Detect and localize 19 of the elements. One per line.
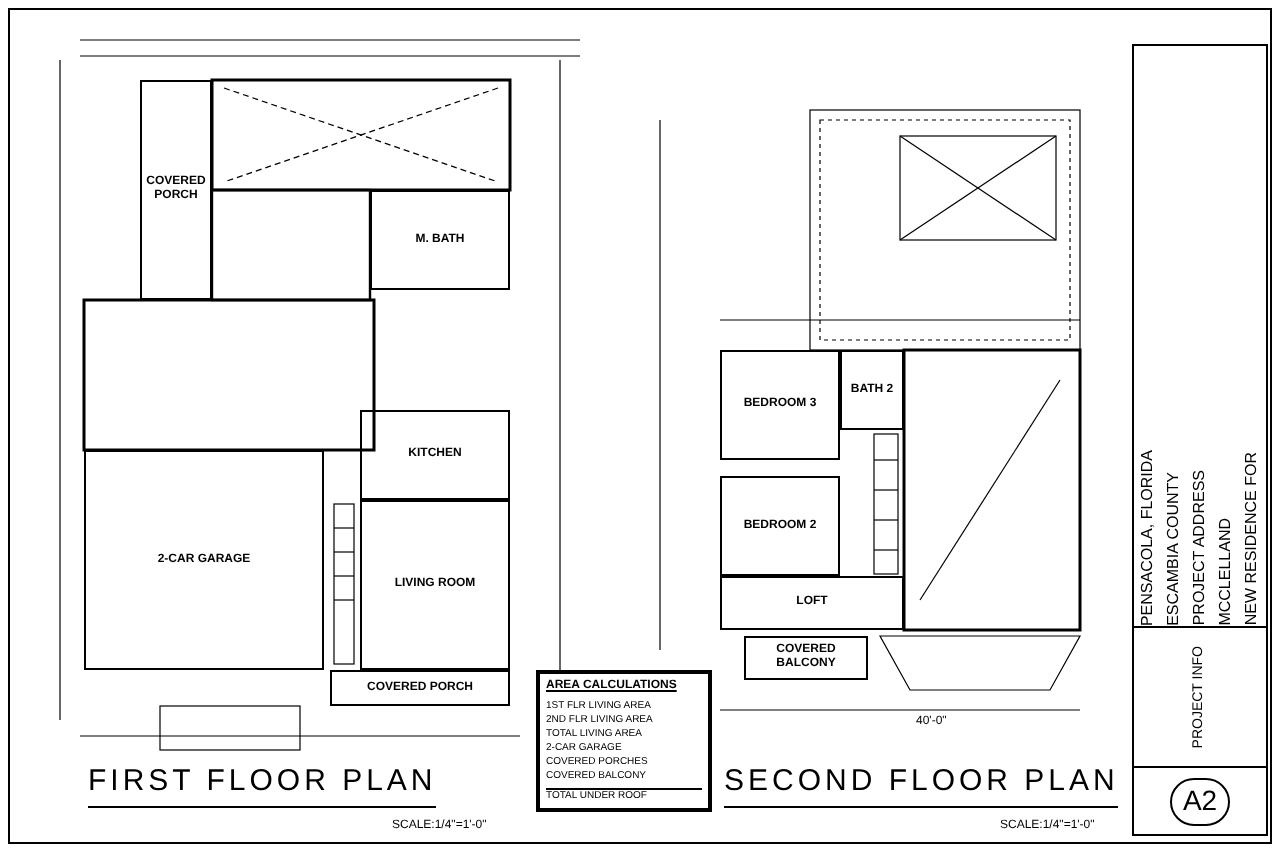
project-text: MCCLELLAND — [1216, 518, 1236, 626]
room-outline — [84, 450, 324, 670]
room-outline — [360, 410, 510, 500]
plan-title: SECOND FLOOR PLAN — [724, 760, 1119, 807]
project-text: PROJECT ADDRESS — [1190, 470, 1210, 626]
room-outline — [744, 636, 868, 680]
room-outline — [720, 576, 904, 630]
project-text: NEW RESIDENCE FOR — [1242, 452, 1262, 626]
room-outline — [840, 350, 904, 430]
room-outline — [360, 500, 510, 670]
room-outline — [370, 190, 510, 290]
project-text: ESCAMBIA COUNTY — [1164, 472, 1184, 626]
room-outline — [140, 80, 212, 300]
room-outline — [720, 350, 840, 460]
room-outline — [330, 670, 510, 706]
plan-title: FIRST FLOOR PLAN — [88, 760, 437, 807]
sheet-number: A2 — [1170, 777, 1230, 825]
project-text: PENSACOLA, FLORIDA — [1138, 449, 1158, 626]
room-outline — [720, 476, 840, 576]
